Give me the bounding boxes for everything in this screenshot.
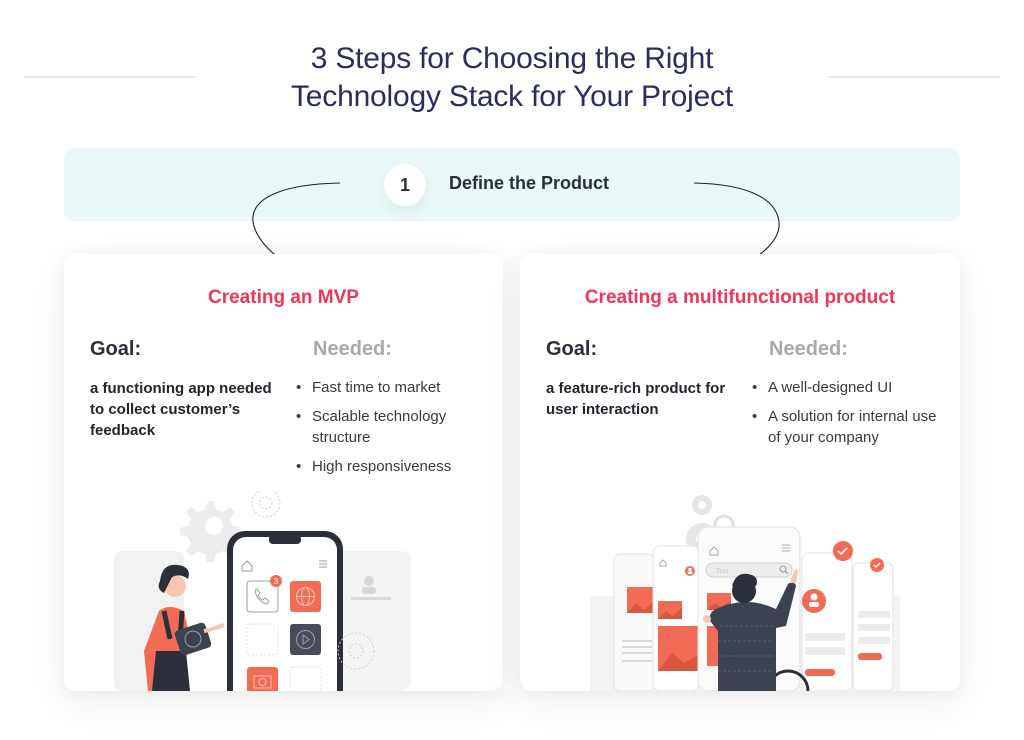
card-title: Creating a multifunctional product (584, 287, 896, 308)
button-shape (858, 653, 882, 660)
needed-item: A solution for internal use of your comp… (752, 406, 952, 448)
user-icon (351, 576, 391, 600)
magnifier-icon (766, 669, 810, 691)
step-number-badge: 1 (384, 164, 426, 206)
check-icon (870, 558, 884, 572)
background-phone (801, 552, 853, 691)
needed-item: Fast time to market (296, 377, 496, 398)
goal-heading: Goal: (546, 338, 598, 360)
camera-icon (247, 667, 278, 691)
form-field (858, 637, 890, 644)
goal-heading: Goal: (90, 338, 142, 360)
needed-list: A well-designed UI A solution for intern… (752, 377, 952, 456)
menu-icon (319, 560, 327, 568)
play-icon (290, 624, 321, 655)
globe-icon (290, 581, 321, 612)
mvp-card: Creating an MVP Goal: Needed: a function… (64, 254, 503, 691)
svg-text:Text: Text (716, 567, 728, 575)
card-title: Creating an MVP (208, 287, 359, 308)
goal-text: a functioning app needed to collect cust… (90, 380, 272, 439)
needed-item: A well-designed UI (752, 377, 952, 398)
gear-icon (180, 501, 241, 562)
needed-list: Fast time to market Scalable technology … (296, 377, 496, 485)
title-line-1: 3 Steps for Choosing the Right (310, 42, 714, 75)
phone-notch (269, 535, 301, 544)
background-phone (613, 553, 655, 691)
person-illustration (703, 569, 798, 691)
button-shape (805, 669, 835, 676)
needed-heading: Needed: (769, 338, 848, 360)
svg-text:3: 3 (274, 577, 279, 586)
step-banner (64, 148, 960, 221)
title-divider-left (24, 76, 196, 78)
home-icon (659, 559, 667, 567)
text-lines (622, 640, 652, 662)
search-bar: Text (705, 562, 793, 578)
background-phone (329, 551, 411, 691)
empty-tile (246, 623, 279, 656)
person-illustration (144, 564, 225, 691)
user-icon (685, 566, 695, 576)
goal-text: a feature-rich product for user interact… (546, 380, 726, 418)
image-icon (658, 601, 698, 671)
title-divider-right (828, 76, 1000, 78)
user-icon (802, 589, 826, 613)
phone-icon (246, 580, 279, 613)
image-icon (627, 587, 653, 613)
form-field (805, 633, 845, 641)
menu-icon (782, 544, 790, 552)
needed-item: Scalable technology structure (296, 406, 496, 448)
check-icon (833, 541, 853, 561)
home-icon (241, 560, 253, 572)
form-field (805, 647, 845, 655)
gear-outline-icon (251, 491, 281, 518)
title-line-2: Technology Stack for Your Project (291, 80, 733, 113)
form-field (858, 624, 890, 631)
gear-outline-icon (337, 632, 375, 670)
needed-item: High responsiveness (296, 456, 496, 477)
needed-heading: Needed: (313, 338, 392, 360)
tablet-icon (174, 622, 212, 656)
form-field (858, 611, 890, 618)
multifunctional-illustration: Text (590, 495, 900, 691)
home-icon (709, 546, 719, 556)
search-icon (779, 565, 789, 575)
page-title: 3 Steps for Choosing the Right Technolog… (190, 40, 834, 116)
multifunctional-card: Creating a multifunctional product Goal:… (520, 254, 960, 691)
notification-badge: 3 (270, 575, 282, 587)
mvp-illustration: 3 (114, 491, 411, 691)
empty-tile (289, 666, 322, 691)
step-label: Define the Product (449, 173, 610, 193)
